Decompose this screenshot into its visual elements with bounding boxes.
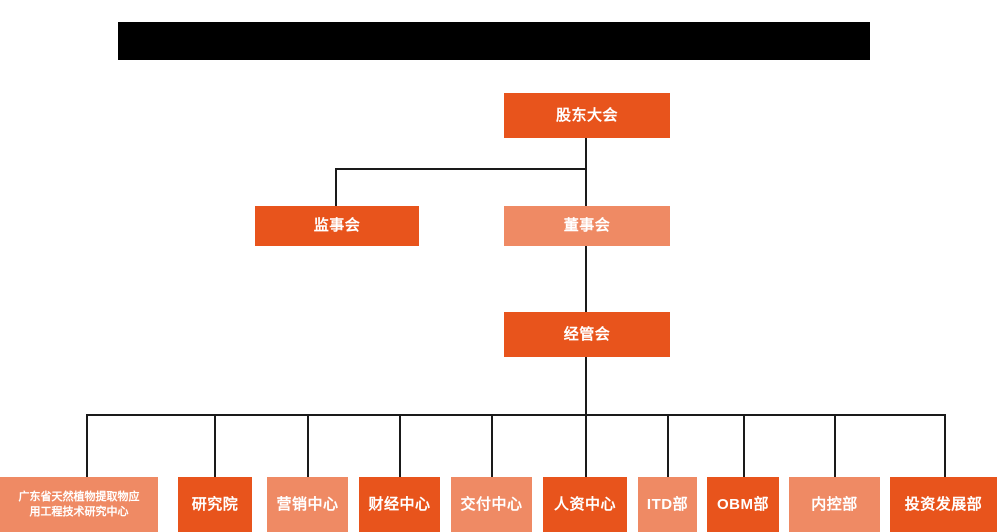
connector-to-supervisors [335,168,337,206]
node-rnd-center-line2: 用工程技术研究中心 [29,505,129,518]
node-marketing[interactable]: 营销中心 [267,477,348,532]
connector-drop-itd [667,414,669,477]
connector-drop-investment [944,414,946,477]
node-management[interactable]: 经管会 [504,312,670,357]
connector-drop-hr [585,414,587,477]
connector-drop-institute [214,414,216,477]
node-finance[interactable]: 财经中心 [359,477,440,532]
connector-management-down [585,357,587,417]
node-investment[interactable]: 投资发展部 [890,477,997,532]
connector-directors-to-management [585,245,587,313]
connector-level1-bus [335,168,587,170]
connector-drop-rnd-center [86,414,88,477]
redacted-title-bar [118,22,870,60]
node-hr[interactable]: 人资中心 [543,477,627,532]
node-rnd-center[interactable]: 广东省天然植物提取物应 用工程技术研究中心 [0,477,158,532]
node-obm[interactable]: OBM部 [707,477,779,532]
node-internal-control[interactable]: 内控部 [789,477,880,532]
node-institute[interactable]: 研究院 [178,477,252,532]
connector-drop-internal-control [834,414,836,477]
node-rnd-center-line1: 广东省天然植物提取物应 [18,490,140,503]
node-supervisors[interactable]: 监事会 [255,206,419,246]
connector-shareholders-down [585,138,587,170]
node-itd[interactable]: ITD部 [638,477,697,532]
node-delivery[interactable]: 交付中心 [451,477,532,532]
connector-departments-bus [86,414,946,416]
node-directors[interactable]: 董事会 [504,206,670,246]
connector-drop-obm [743,414,745,477]
connector-to-directors [585,168,587,206]
connector-drop-delivery [491,414,493,477]
connector-drop-marketing [307,414,309,477]
node-shareholders[interactable]: 股东大会 [504,93,670,138]
connector-drop-finance [399,414,401,477]
